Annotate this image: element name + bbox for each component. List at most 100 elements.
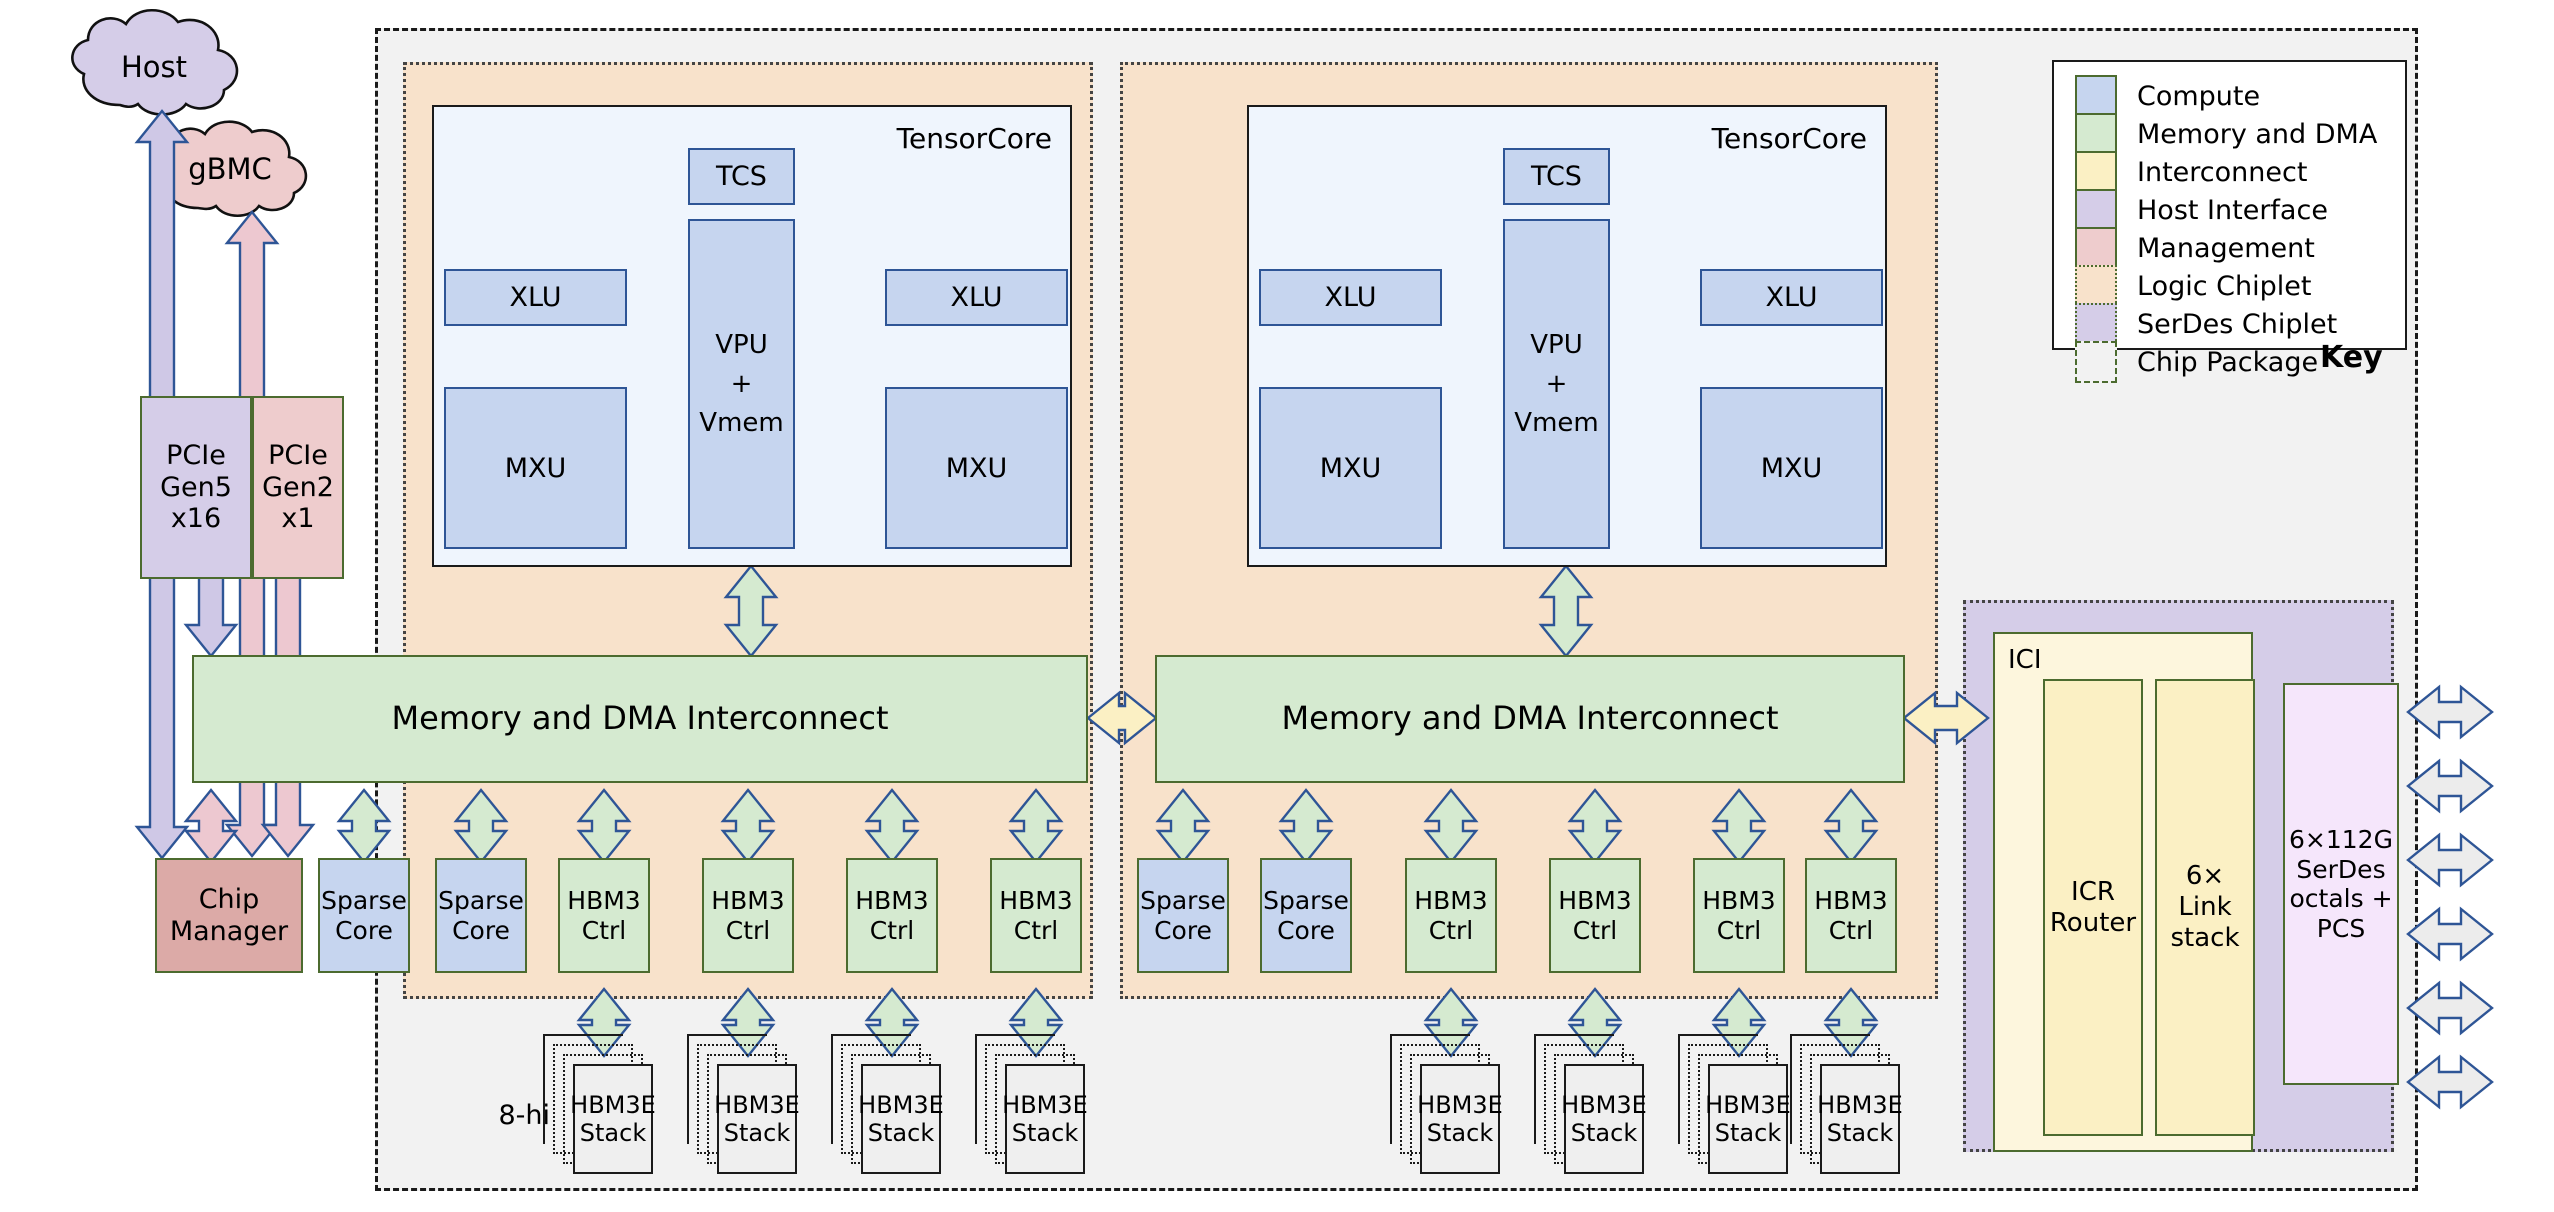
mxu-block-left-b[interactable]: MXU xyxy=(885,387,1068,549)
tensorcore-right-label: TensorCore xyxy=(1711,122,1867,155)
tcs-block-left[interactable]: TCS xyxy=(688,148,795,205)
hbm3-ctrl-r3[interactable]: HBM3 Ctrl xyxy=(1693,858,1785,973)
key-swatch-serdes-chiplet xyxy=(2075,303,2117,345)
pcie-gen5-block[interactable]: PCIe Gen5 x16 xyxy=(140,396,252,579)
xlu-label-left-b: XLU xyxy=(950,282,1003,313)
chip-manager-block[interactable]: Chip Manager xyxy=(155,858,303,973)
tcs-block-right[interactable]: TCS xyxy=(1503,148,1610,205)
sparse-core-l1[interactable]: Sparse Core xyxy=(318,858,410,973)
hbm3e-stack-r3-line1: HBM3E xyxy=(1705,1091,1791,1119)
key-label-chip-package: Chip Package xyxy=(2137,346,2319,378)
serdes-line3: octals + xyxy=(2289,884,2393,913)
arrow-hbmctrl-stack-l1 xyxy=(576,987,632,1058)
arrow-hbmctrl-stack-r3 xyxy=(1711,987,1767,1058)
xlu-block-right-b[interactable]: XLU xyxy=(1700,269,1883,326)
chip-manager-line2: Manager xyxy=(169,915,289,947)
pcie-gen2-line2: Gen2 xyxy=(262,471,334,503)
memory-dma-interconnect-right[interactable]: Memory and DMA Interconnect xyxy=(1155,655,1905,783)
arrow-hbmctrl-stack-l2 xyxy=(720,987,776,1058)
hbm3e-stack-ghost-back-l1 xyxy=(543,1034,623,1144)
sparse-core-l2[interactable]: Sparse Core xyxy=(435,858,527,973)
serdes-link-arrow-4 xyxy=(2406,906,2494,962)
pcie-gen2-line3: x1 xyxy=(281,503,315,535)
hbm3e-stack-l2-line2: Stack xyxy=(723,1119,791,1147)
hbm3-ctrl-l4[interactable]: HBM3 Ctrl xyxy=(990,858,1082,973)
arrow-interconnect-unit-r5 xyxy=(1711,788,1767,864)
pcie-gen5-line2: Gen5 xyxy=(160,471,232,503)
hbm3e-stack-r2-line1: HBM3E xyxy=(1561,1091,1647,1119)
hbm3e-stack-l4[interactable]: HBM3E Stack xyxy=(1002,1064,1088,1174)
vpu-line3-right: Vmem xyxy=(1514,407,1599,438)
hbm3e-stack-l4-line1: HBM3E xyxy=(1002,1091,1088,1119)
hbm3-ctrl-r1[interactable]: HBM3 Ctrl xyxy=(1405,858,1497,973)
xlu-block-left-b[interactable]: XLU xyxy=(885,269,1068,326)
key-label-host-interface: Host Interface xyxy=(2137,194,2328,226)
hbm3e-stack-r1-line1: HBM3E xyxy=(1417,1091,1503,1119)
icr-router-line2: Router xyxy=(2049,907,2137,938)
hbm3e-stack-r2[interactable]: HBM3E Stack xyxy=(1561,1064,1647,1174)
hbm3e-stack-l3-line2: Stack xyxy=(867,1119,935,1147)
hbm3e-stack-r3[interactable]: HBM3E Stack xyxy=(1705,1064,1791,1174)
hbm3e-stack-r1[interactable]: HBM3E Stack xyxy=(1417,1064,1503,1174)
xlu-block-right-a[interactable]: XLU xyxy=(1259,269,1442,326)
vpu-vmem-block-left[interactable]: VPU + Vmem xyxy=(688,219,795,549)
hbm3-ctrl-r4[interactable]: HBM3 Ctrl xyxy=(1805,858,1897,973)
arrow-hbmctrl-stack-r2 xyxy=(1567,987,1623,1058)
sparse-core-r2[interactable]: Sparse Core xyxy=(1260,858,1352,973)
mxu-block-left-a[interactable]: MXU xyxy=(444,387,627,549)
pcie-gen2-line1: PCIe xyxy=(268,439,328,471)
hbm3e-stack-r4[interactable]: HBM3E Stack xyxy=(1817,1064,1903,1174)
hbm3e-stack-l2[interactable]: HBM3E Stack xyxy=(714,1064,800,1174)
sparse-core-r2-line1: Sparse xyxy=(1263,886,1349,915)
link-stack-block[interactable]: 6× Link stack xyxy=(2155,679,2255,1136)
interconnect-label-left: Memory and DMA Interconnect xyxy=(391,699,889,738)
pcie-gen5-line1: PCIe xyxy=(166,439,226,471)
arrow-interconnect-unit-r3 xyxy=(1423,788,1479,864)
arrow-interconnect-unit-l5 xyxy=(864,788,920,864)
memory-dma-interconnect-left[interactable]: Memory and DMA Interconnect xyxy=(192,655,1088,783)
hbm3e-stack-l3[interactable]: HBM3E Stack xyxy=(858,1064,944,1174)
hbm3-ctrl-l3-line2: Ctrl xyxy=(869,915,915,945)
mxu-block-right-b[interactable]: MXU xyxy=(1700,387,1883,549)
hbm3e-stack-ghost-back-r3 xyxy=(1678,1034,1758,1144)
arrow-interconnect-ici xyxy=(1902,690,1990,746)
serdes-link-arrow-3 xyxy=(2406,832,2494,888)
hbm3e-stack-l2-line1: HBM3E xyxy=(714,1091,800,1119)
key-swatch-chip-package xyxy=(2075,341,2117,383)
sparse-core-l2-line1: Sparse xyxy=(438,886,524,915)
arrow-tensorcore-interconnect-right xyxy=(1538,564,1594,658)
mxu-block-right-a[interactable]: MXU xyxy=(1259,387,1442,549)
pcie-gen5-line3: x16 xyxy=(170,503,222,535)
ici-label: ICI xyxy=(2008,645,2042,675)
serdes-link-arrow-2 xyxy=(2406,758,2494,814)
hbm3-ctrl-l2[interactable]: HBM3 Ctrl xyxy=(702,858,794,973)
hbm3e-stack-l3-line1: HBM3E xyxy=(858,1091,944,1119)
vpu-vmem-block-right[interactable]: VPU + Vmem xyxy=(1503,219,1610,549)
hbm3e-stack-ghost-back-l4 xyxy=(975,1034,1055,1144)
icr-router-block[interactable]: ICR Router xyxy=(2043,679,2143,1136)
hbm3-ctrl-l3-line1: HBM3 xyxy=(855,886,929,915)
arrow-interconnect-unit-l1 xyxy=(336,788,392,864)
hbm3-ctrl-l4-line1: HBM3 xyxy=(999,886,1073,915)
hbm3-ctrl-l1[interactable]: HBM3 Ctrl xyxy=(558,858,650,973)
sparse-core-r1[interactable]: Sparse Core xyxy=(1137,858,1229,973)
hbm3-ctrl-r2[interactable]: HBM3 Ctrl xyxy=(1549,858,1641,973)
serdes-line4: PCS xyxy=(2316,913,2366,943)
hbm3-ctrl-l2-line2: Ctrl xyxy=(725,915,771,945)
key-item-host-interface: Host Interface xyxy=(2075,189,2328,231)
arrow-tensorcore-interconnect-left xyxy=(723,564,779,658)
icr-router-line1: ICR xyxy=(2071,876,2115,907)
xlu-block-left-a[interactable]: XLU xyxy=(444,269,627,326)
key-swatch-memory-dma xyxy=(2075,113,2117,155)
arrow-interconnect-unit-l2 xyxy=(453,788,509,864)
hbm3-ctrl-l3[interactable]: HBM3 Ctrl xyxy=(846,858,938,973)
serdes-octals-pcs-block[interactable]: 6×112G SerDes octals + PCS xyxy=(2283,683,2399,1085)
chip-manager-line1: Chip xyxy=(198,883,260,915)
hbm3e-stack-r1-line2: Stack xyxy=(1426,1119,1494,1147)
serdes-line1: 6×112G xyxy=(2289,825,2393,854)
key-swatch-interconnect xyxy=(2075,151,2117,193)
stack-height-label: 8-hi xyxy=(498,1100,550,1131)
pcie-gen2-block[interactable]: PCIe Gen2 x1 xyxy=(252,396,344,579)
arrow-interconnect-unit-r6 xyxy=(1823,788,1879,864)
hbm3e-stack-l1[interactable]: HBM3E Stack xyxy=(570,1064,656,1174)
